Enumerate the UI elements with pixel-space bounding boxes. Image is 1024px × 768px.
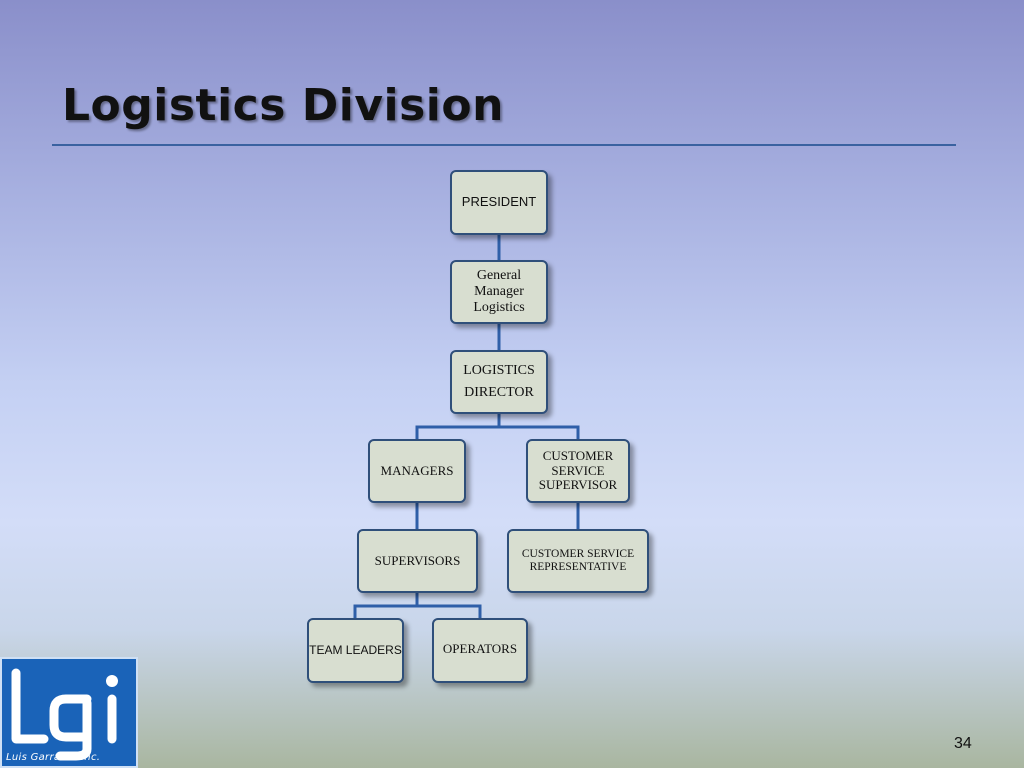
node-label: General Manager Logistics bbox=[473, 267, 525, 316]
node-label: CUSTOMER SERVICE SUPERVISOR bbox=[538, 447, 618, 493]
node-label: PRESIDENT bbox=[461, 194, 537, 210]
logo-caption: Luis Garratón Inc. bbox=[6, 752, 101, 763]
node-managers: MANAGERS bbox=[368, 439, 466, 503]
connector-supervisors-operators bbox=[417, 604, 482, 618]
node-label: TEAM LEADERS bbox=[309, 642, 402, 657]
node-general-manager: General Manager Logistics bbox=[450, 260, 548, 324]
node-label: LOGISTICS DIRECTOR bbox=[463, 362, 535, 400]
node-customer-service-supervisor: CUSTOMER SERVICE SUPERVISOR bbox=[526, 439, 630, 503]
node-operators: OPERATORS bbox=[432, 618, 528, 683]
node-label: SUPERVISORS bbox=[374, 552, 461, 568]
node-customer-service-representative: CUSTOMER SERVICE REPRESENTATIVE bbox=[507, 529, 649, 593]
node-team-leaders: TEAM LEADERS bbox=[307, 618, 404, 683]
node-supervisors: SUPERVISORS bbox=[357, 529, 478, 593]
connector-director-branches bbox=[415, 414, 501, 439]
connector-supervisors-branches bbox=[353, 593, 419, 618]
company-logo: Luis Garratón Inc. bbox=[0, 657, 138, 768]
node-president: PRESIDENT bbox=[450, 170, 548, 235]
connector-director-cs bbox=[499, 425, 580, 439]
page-number: 34 bbox=[954, 735, 972, 752]
node-label: CUSTOMER SERVICE REPRESENTATIVE bbox=[521, 547, 635, 573]
node-label: MANAGERS bbox=[380, 462, 454, 478]
node-label: OPERATORS bbox=[442, 641, 518, 656]
title-divider bbox=[52, 144, 956, 146]
slide-title: Logistics Division bbox=[62, 80, 504, 131]
lgi-logo-mark bbox=[11, 668, 118, 761]
node-logistics-director: LOGISTICS DIRECTOR bbox=[450, 350, 548, 414]
